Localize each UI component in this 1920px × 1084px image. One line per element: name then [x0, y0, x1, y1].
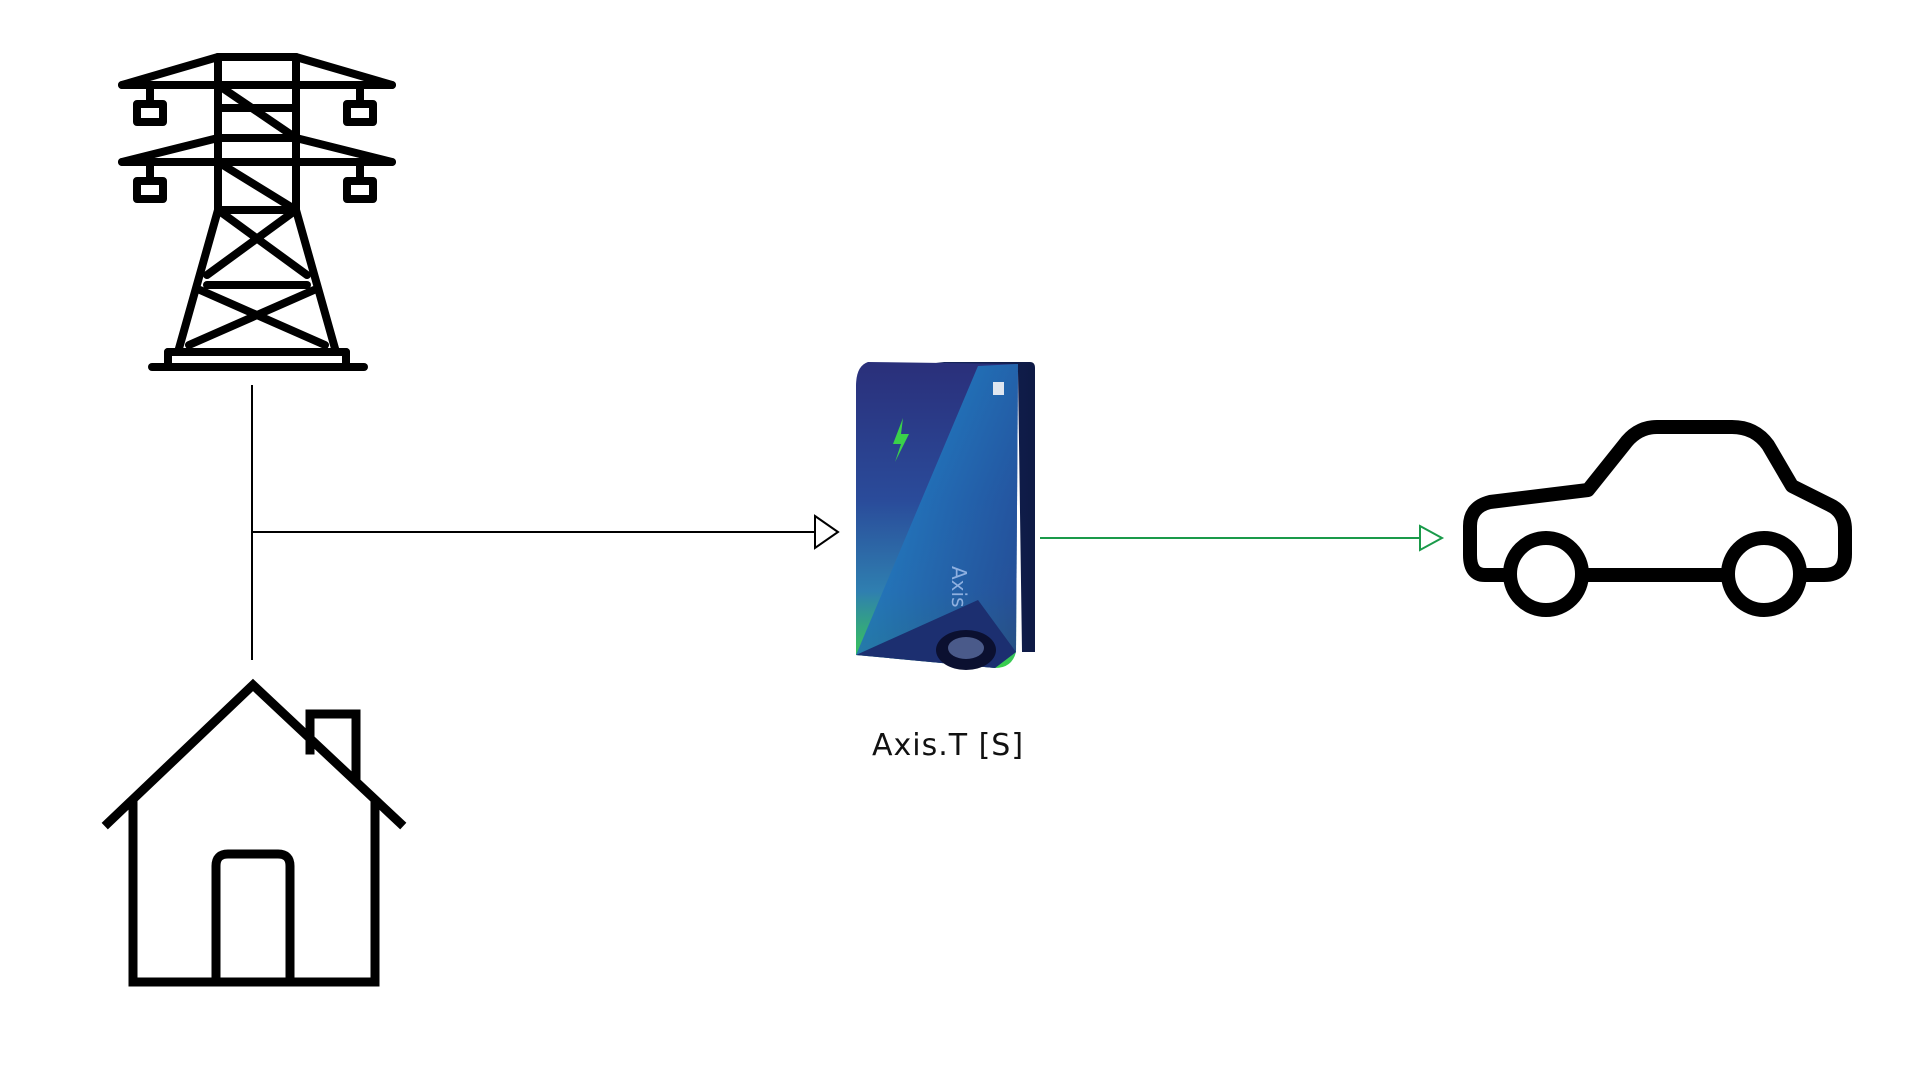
car-icon — [1463, 420, 1852, 617]
house-icon — [101, 678, 407, 987]
power-pylon-icon — [118, 53, 396, 371]
charger-label: Axis.T [S] — [871, 728, 1025, 763]
ev-charger-icon: Axis — [856, 362, 1035, 670]
charger-device-text: Axis — [947, 566, 971, 608]
feed-arrow — [252, 514, 840, 550]
output-arrow — [1040, 524, 1445, 552]
